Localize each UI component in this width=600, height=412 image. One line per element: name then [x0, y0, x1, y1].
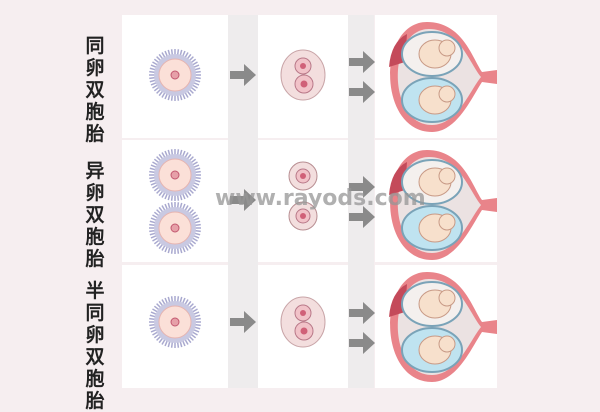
gap-strip-2 — [348, 15, 374, 388]
arrow-right-icon — [349, 81, 375, 103]
arrow-right-icon — [349, 176, 375, 198]
label-identical-twins: 同卵双胞胎 — [85, 35, 105, 145]
uterus-twins-icon — [389, 22, 497, 132]
embryo-icon — [288, 201, 318, 231]
arrow-right-icon — [349, 302, 375, 324]
embryo-icon — [280, 49, 326, 101]
arrow-right-icon — [230, 64, 256, 86]
arrow-right-icon — [230, 311, 256, 333]
arrow-right-icon — [349, 206, 375, 228]
egg-cell-icon — [149, 149, 201, 201]
watermark: www.rayods.com — [215, 186, 426, 211]
uterus-twins-icon — [389, 272, 497, 382]
arrow-right-icon — [349, 51, 375, 73]
egg-cell-icon — [149, 49, 201, 101]
egg-cell-icon — [149, 202, 201, 254]
arrow-right-icon — [230, 189, 256, 211]
uterus-twins-icon — [389, 150, 497, 260]
label-fraternal-twins: 异卵双胞胎 — [85, 160, 105, 270]
embryo-icon — [280, 296, 326, 348]
arrow-right-icon — [349, 332, 375, 354]
embryo-icon — [288, 161, 318, 191]
panel-embryo-2 — [258, 140, 348, 262]
diagram-illustration — [149, 22, 497, 382]
egg-cell-icon — [149, 296, 201, 348]
